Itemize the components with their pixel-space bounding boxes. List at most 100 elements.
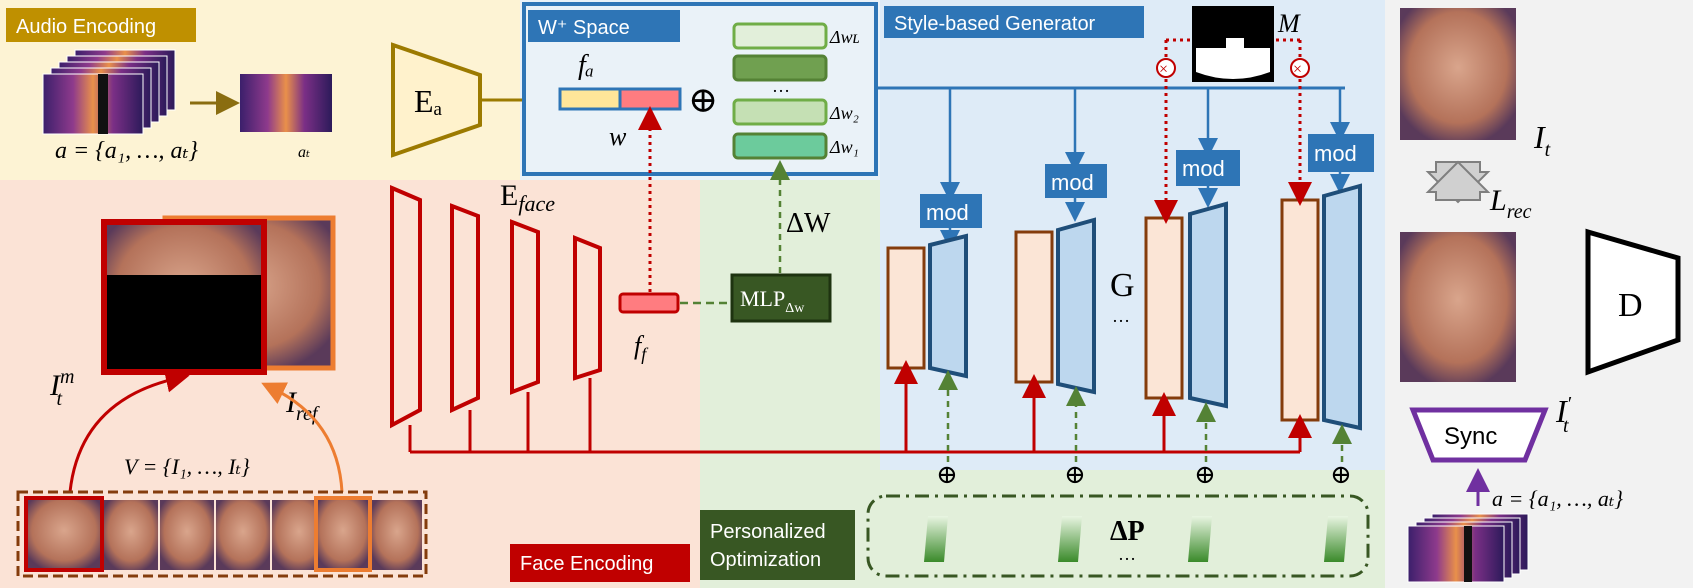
- mod-label-1: mod: [926, 200, 969, 225]
- generator-block-3: mod ×: [1144, 38, 1240, 462]
- mod-block-3: [1176, 150, 1240, 186]
- mask-multiply-1: [1156, 58, 1176, 78]
- video-frame-1: [24, 496, 104, 572]
- delta-p-dots: …: [1118, 544, 1136, 564]
- delta-p-label: ΔP: [1110, 516, 1145, 547]
- delta-wl-label: Δwʟ: [829, 27, 860, 47]
- delta-w1-block: [732, 132, 828, 160]
- delta-p-params: [924, 516, 1348, 562]
- generator-block-1: mod: [886, 88, 982, 462]
- video-frame-2: [104, 500, 158, 570]
- w-plus-space-label-box: [528, 10, 680, 42]
- face-encoding-label-box: [510, 544, 690, 582]
- mask-shape: [1196, 38, 1270, 79]
- w-label: w: [609, 122, 627, 151]
- delta-w-block-mid: [732, 54, 828, 82]
- face-encoder-layer-2: [450, 203, 480, 414]
- mod-block-4: [1308, 134, 1374, 172]
- face-encoder-layer-4: [573, 235, 602, 381]
- delta-wl-block: [732, 22, 828, 50]
- mlp-delta-w-block: [730, 273, 832, 323]
- delta-W-label: ΔW: [786, 208, 831, 239]
- audio-sequence-label: a = {a₁, …, aₜ}: [55, 138, 198, 164]
- delta-w2-label: Δw₂: [829, 103, 859, 123]
- discriminator-label: D: [1618, 287, 1643, 324]
- personalized-optimization-label-box: [700, 510, 855, 580]
- mask-multiply-2: [1290, 58, 1310, 78]
- audio-encoder-ea: [391, 42, 482, 158]
- generator-block-4: mod ×: [1276, 38, 1374, 462]
- frame-to-ref-arrow: [261, 382, 344, 493]
- style-generator-label: Style-based Generator: [894, 13, 1096, 35]
- mod-label-3: mod: [1182, 156, 1225, 181]
- oplus-3: ⊕: [1194, 460, 1216, 489]
- oplus-1: ⊕: [936, 460, 958, 489]
- face-encoder-layer-1: [390, 184, 422, 429]
- ff-vector: [618, 292, 680, 314]
- mod-block-1: [920, 194, 982, 228]
- audio-frame-label: aₜ: [298, 144, 310, 161]
- sync-discriminator: [1409, 407, 1549, 463]
- mod-block-2: [1045, 164, 1107, 198]
- w-vector: [618, 87, 682, 111]
- audio-encoder-label: Eₐ: [414, 83, 443, 119]
- delta-w1-label: Δw₁: [829, 137, 859, 157]
- mask-multiply-2-sign: ×: [1293, 61, 1302, 78]
- delta-w-dots: …: [772, 76, 790, 96]
- fa-label: fₐ: [578, 50, 594, 81]
- frame-to-masked-arrow: [68, 368, 190, 493]
- concat-oplus: ⊕: [688, 80, 718, 120]
- mask-label: M: [1277, 9, 1301, 38]
- delta-p-param-2: [1058, 516, 1082, 562]
- face-encoder-layer-3: [510, 219, 540, 395]
- delta-p-box: [866, 494, 1370, 578]
- right-audio-spectrogram-stack: [1407, 513, 1529, 583]
- right-audio-seq-label: a = {a₁, …, aₜ}: [1492, 486, 1623, 511]
- gen-conv-block-4: [1322, 183, 1362, 431]
- fa-vector: [558, 87, 622, 111]
- mask-overlay: [107, 275, 261, 369]
- discriminator-d: [1585, 228, 1681, 376]
- generator-dots: …: [1112, 306, 1130, 326]
- face-encoding-label: Face Encoding: [520, 553, 653, 575]
- gen-feature-block-2: [1014, 230, 1054, 384]
- face-encoder-layers: [390, 184, 602, 429]
- it-prime-label: I′t: [1555, 393, 1572, 437]
- delta-p-param-4: [1324, 516, 1348, 562]
- generated-face-image: [1400, 232, 1516, 382]
- video-frame-6: [314, 496, 372, 572]
- video-sequence-label: V = {I₁, …, Iₜ}: [124, 454, 250, 479]
- delta-p-region: [880, 470, 1385, 588]
- video-frame-3: [160, 500, 214, 570]
- personalized-optimization-label-2: Optimization: [710, 549, 821, 571]
- gen-feature-block-3: [1144, 216, 1184, 400]
- oplus-4: ⊕: [1330, 460, 1352, 489]
- audio-spectrogram-stack: [42, 49, 176, 135]
- audio-encoding-label: Audio Encoding: [16, 16, 156, 38]
- gen-feature-block-1: [886, 246, 926, 370]
- gen-conv-block-3: [1188, 201, 1228, 409]
- sync-label: Sync: [1444, 423, 1497, 450]
- gen-conv-block-2: [1056, 217, 1096, 395]
- video-frames-strip: [16, 490, 428, 578]
- delta-p-param-3: [1188, 516, 1212, 562]
- audio-frame-spectrogram: [240, 74, 332, 132]
- generator-block-2: mod: [1014, 88, 1107, 462]
- oplus-2: ⊕: [1064, 460, 1086, 489]
- mask-multiply-1-sign: ×: [1159, 61, 1168, 78]
- generator-G-label: G: [1110, 267, 1135, 304]
- gen-feature-block-4: [1280, 198, 1320, 422]
- gen-conv-block-1: [928, 233, 968, 379]
- video-frame-4: [216, 500, 270, 570]
- target-face-image: [1400, 8, 1516, 140]
- personalized-optimization-label-1: Personalized: [710, 521, 826, 543]
- face-encoder-label-sub: face: [518, 191, 555, 216]
- delta-p-param-1: [924, 516, 948, 562]
- w-plus-space-label: W⁺ Space: [538, 17, 630, 39]
- video-frames: [24, 496, 422, 572]
- mod-label-2: mod: [1051, 170, 1094, 195]
- style-generator-label-box: [884, 6, 1144, 38]
- mod-label-4: mod: [1314, 141, 1357, 166]
